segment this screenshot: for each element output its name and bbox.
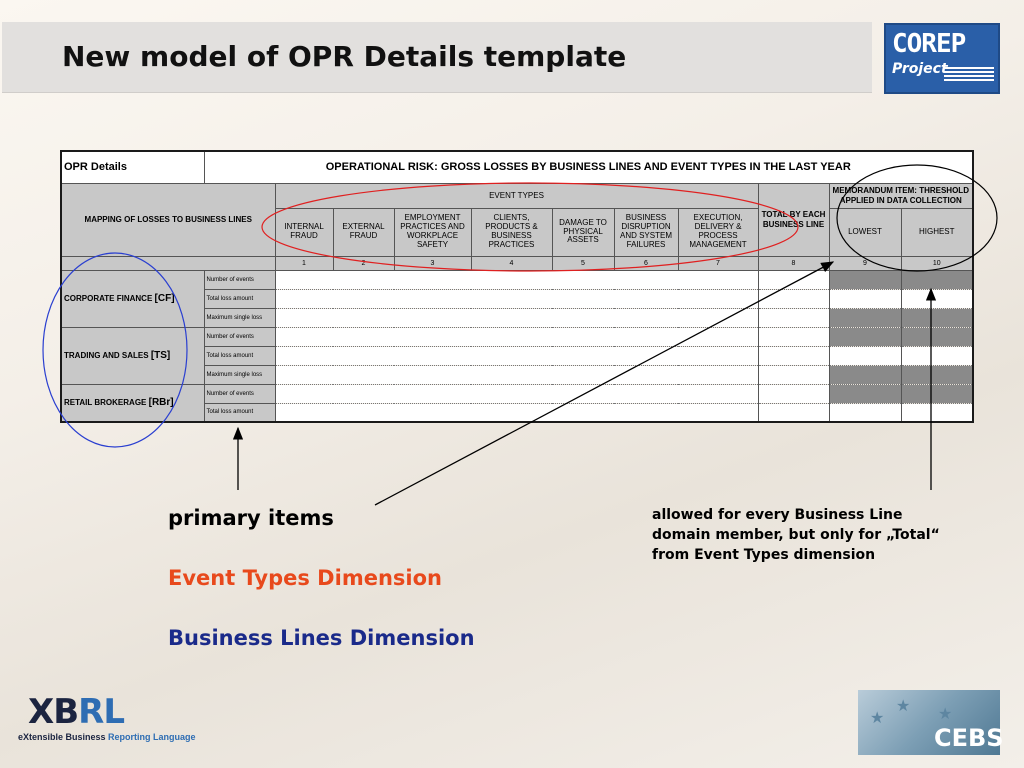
table-row: Total loss amount: [61, 288, 974, 309]
cebs-logo-text: CEBS: [934, 724, 1004, 752]
table-name: OPR Details: [60, 150, 205, 184]
table-row: CORPORATE FINANCE [CF] Number of events: [60, 269, 974, 328]
column-number: 7: [677, 255, 759, 271]
event-types-arrow: [374, 261, 835, 506]
primary-item-label: Total loss amount: [203, 345, 276, 366]
allowed-note: allowed for every Business Line domain m…: [652, 505, 1002, 565]
colnum-spacer: [60, 255, 276, 271]
highest-cell[interactable]: [900, 402, 974, 423]
lowest-cell[interactable]: [828, 345, 902, 366]
data-cell[interactable]: [274, 345, 759, 366]
slide-title: New model of OPR Details template: [62, 40, 627, 73]
lowest-header: LOWEST: [828, 207, 902, 257]
event-type-header: EXTERNAL FRAUD: [332, 207, 395, 257]
event-types-header: EVENT TYPES: [274, 182, 759, 209]
xbrl-logo-main: XBRL: [28, 692, 125, 732]
table-row: Maximum single loss: [61, 307, 974, 328]
business-lines-dimension-label: Business Lines Dimension: [168, 626, 475, 650]
highest-cell[interactable]: [900, 345, 974, 366]
total-cell[interactable]: [757, 307, 830, 328]
table-row: Total loss amount: [61, 345, 974, 366]
data-cell[interactable]: [274, 364, 759, 385]
star-icon: ★: [896, 698, 911, 715]
highest-cell: [900, 383, 974, 404]
allowed-note-line: allowed for every Business Line: [652, 507, 903, 523]
event-types-dimension-label: Event Types Dimension: [168, 566, 442, 590]
primary-items-label: primary items: [168, 506, 334, 530]
primary-item-label: Number of events: [203, 269, 276, 290]
data-cell[interactable]: [274, 402, 759, 423]
business-lines-ellipse: [42, 252, 188, 448]
cebs-logo: ★ ★ ★ CEBS: [858, 690, 1004, 755]
lowest-cell: [828, 269, 902, 290]
corep-logo-sub: Project: [892, 61, 948, 77]
xbrl-logo-sub: eXtensible Business Reporting Language: [18, 732, 196, 742]
column-number: 4: [470, 255, 553, 271]
table-heading: OPERATIONAL RISK: GROSS LOSSES BY BUSINE…: [203, 150, 974, 184]
lowest-cell: [828, 364, 902, 385]
column-number: 10: [900, 255, 974, 271]
star-icon: ★: [938, 706, 953, 723]
table-row: Total loss amount: [61, 402, 974, 423]
data-cell[interactable]: [274, 307, 759, 328]
primary-item-label: Maximum single loss: [203, 364, 276, 385]
lowest-cell: [828, 307, 902, 328]
memo-ellipse: [836, 164, 998, 272]
event-type-header: DAMAGE TO PHYSICAL ASSETS: [551, 207, 615, 257]
primary-item-label: Number of events: [203, 326, 276, 347]
xbrl-logo: XBRL eXtensible Business Reporting Langu…: [18, 692, 196, 752]
column-number: 1: [274, 255, 334, 271]
event-type-header: BUSINESS DISRUPTION AND SYSTEM FAILURES: [613, 207, 679, 257]
lowest-cell: [828, 326, 902, 347]
business-line-name: CORPORATE FINANCE [CF]: [60, 269, 205, 328]
lowest-cell[interactable]: [828, 288, 902, 309]
data-cell[interactable]: [274, 383, 759, 404]
business-line-name: TRADING AND SALES [TS]: [60, 326, 205, 385]
allowed-note-line: domain member, but only for „Total“: [652, 527, 940, 543]
primary-item-label: Total loss amount: [203, 402, 276, 423]
opr-details-table: OPR Details OPERATIONAL RISK: GROSS LOSS…: [60, 150, 974, 423]
mapping-label: MAPPING OF LOSSES TO BUSINESS LINES: [60, 182, 276, 257]
event-type-header: INTERNAL FRAUD: [274, 207, 334, 257]
highest-header: HIGHEST: [900, 207, 974, 257]
primary-item-label: Total loss amount: [203, 288, 276, 309]
table-row: TRADING AND SALES [TS] Number of events: [60, 326, 974, 385]
star-icon: ★: [870, 710, 885, 727]
corep-logo-main: COREP: [892, 29, 966, 59]
highest-cell: [900, 269, 974, 290]
highest-cell: [900, 326, 974, 347]
corep-logo: COREP Project: [884, 23, 1000, 94]
event-types-ellipse: [261, 182, 799, 272]
total-cell[interactable]: [757, 326, 830, 347]
corep-logo-lines: [944, 67, 994, 81]
event-type-header: CLIENTS, PRODUCTS & BUSINESS PRACTICES: [470, 207, 553, 257]
event-type-header: EXECUTION, DELIVERY & PROCESS MANAGEMENT: [677, 207, 759, 257]
title-bar: [2, 22, 872, 93]
total-cell[interactable]: [757, 402, 830, 423]
primary-item-label: Maximum single loss: [203, 307, 276, 328]
allowed-note-line: from Event Types dimension: [652, 547, 876, 563]
